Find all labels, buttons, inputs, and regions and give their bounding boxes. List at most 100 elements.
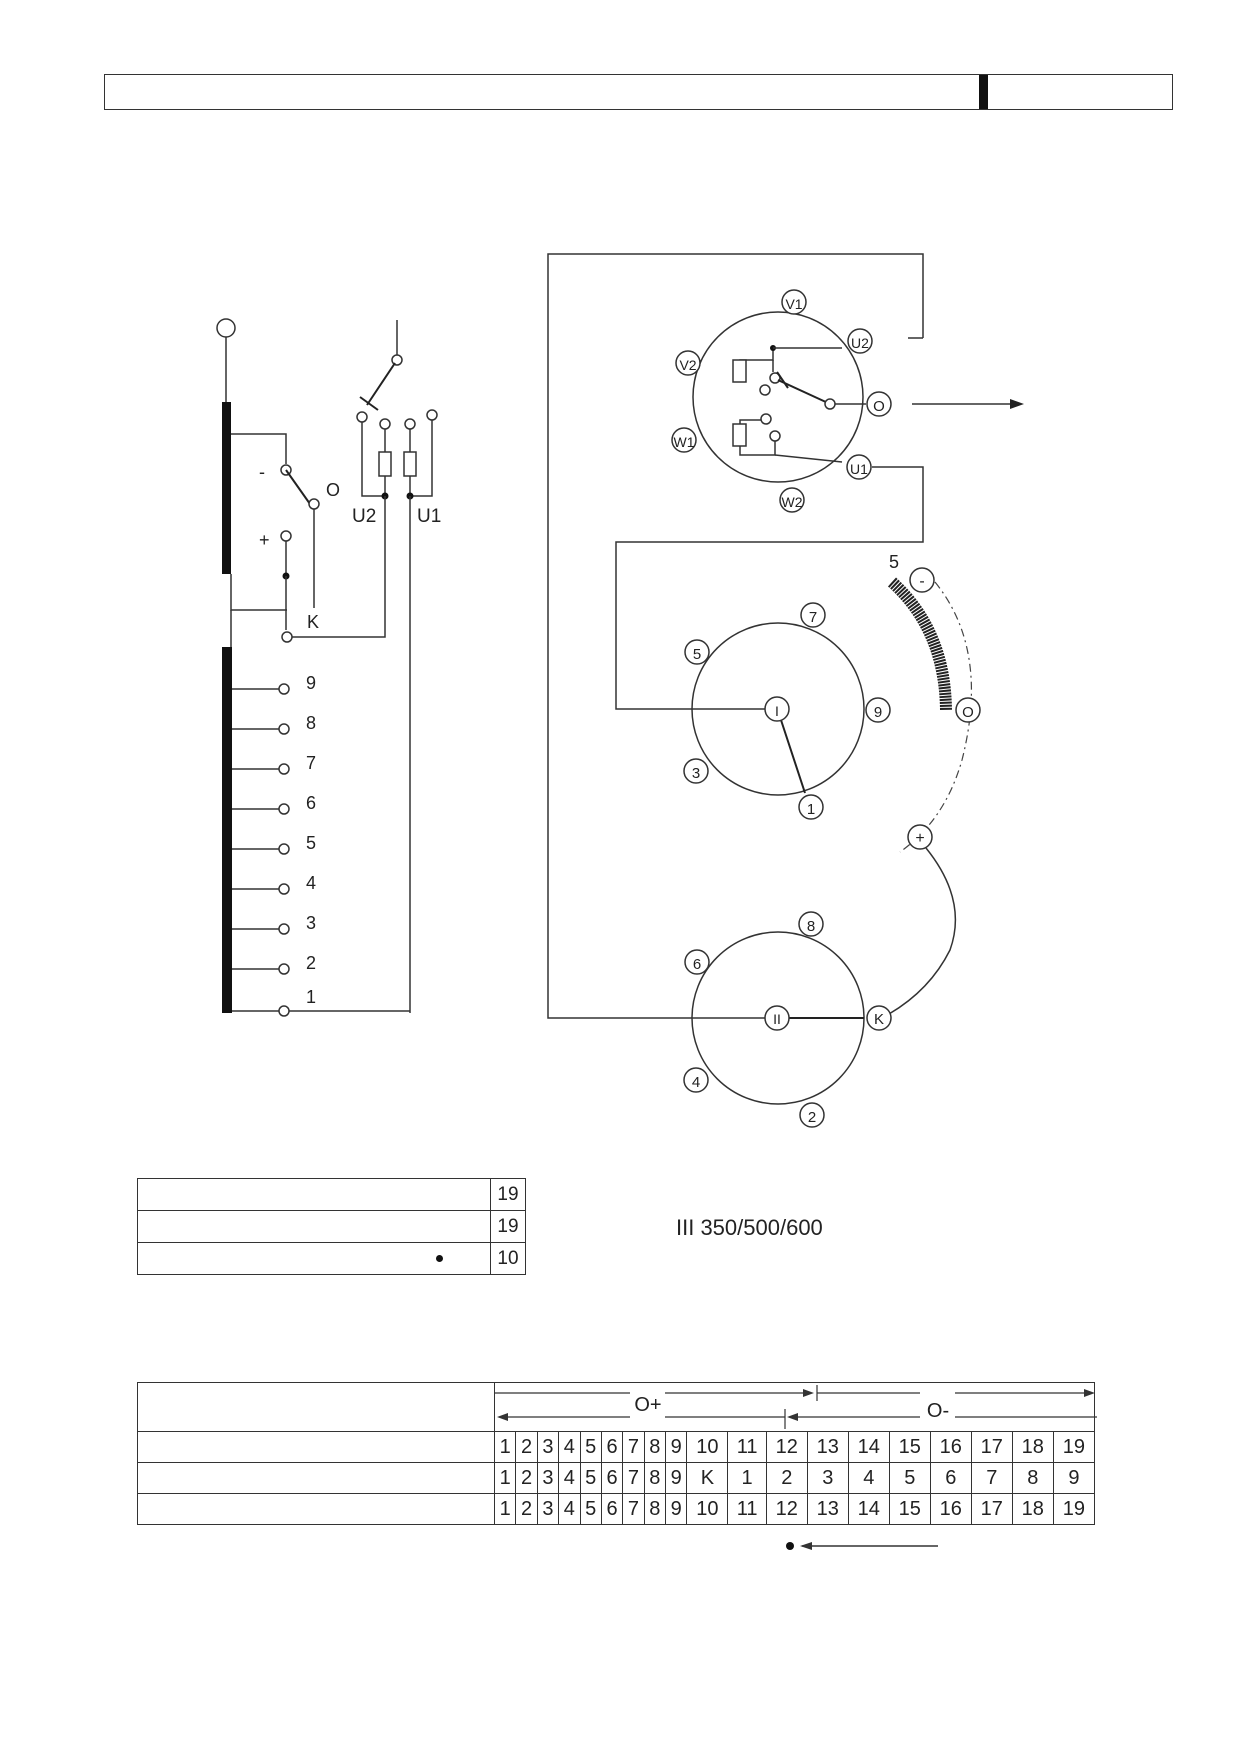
tap-label: 3 [306, 913, 316, 933]
position-cell: 5 [579, 1493, 602, 1525]
position-cell: 4 [847, 1462, 890, 1494]
top-terminal [216, 318, 236, 338]
selector-two-terminals: 8 6 K 4 2 [683, 911, 892, 1128]
change-over-neutral: O [962, 704, 974, 721]
position-cell: 2 [515, 1431, 538, 1463]
position-cell: 2 [515, 1462, 538, 1494]
terminal-u2: U2 [352, 506, 376, 527]
terminal-label: W1 [674, 434, 695, 450]
legend-value: 10 [490, 1242, 526, 1275]
position-cell: 15 [888, 1431, 931, 1463]
tap-label: 8 [306, 713, 316, 733]
k-terminal [281, 631, 293, 643]
position-cell: 18 [1011, 1493, 1054, 1525]
header-frame [104, 74, 1173, 110]
position-cell: 18 [1011, 1431, 1054, 1463]
position-cell: 14 [847, 1493, 890, 1525]
range-minus-label: O- [927, 1400, 949, 1422]
position-cell: 12 [765, 1493, 808, 1525]
right-arrangement: V1 U2 V2 O W1 U1 W2 I 7 5 [547, 253, 1024, 1128]
terminal-label: U2 [851, 335, 869, 351]
terminal-label: 6 [693, 956, 701, 973]
position-cell: 10 [686, 1431, 729, 1463]
position-cell: 15 [888, 1493, 931, 1525]
position-cell: 5 [579, 1431, 602, 1463]
diverter-circle [692, 311, 864, 483]
change-over-minus: - [919, 573, 924, 590]
position-cell: 16 [929, 1493, 972, 1525]
position-cell: 2 [765, 1462, 808, 1494]
position-cell: 3 [806, 1462, 849, 1494]
position-cell: 10 [686, 1493, 729, 1525]
position-cell: 1 [727, 1462, 767, 1494]
terminal-label: 5 [693, 646, 701, 663]
legend-value: 19 [490, 1178, 526, 1211]
position-cell: 8 [643, 1462, 667, 1494]
terminal-label: V2 [679, 357, 696, 373]
position-cell: 7 [970, 1462, 1013, 1494]
legend-table: 19 19 10 [137, 1178, 526, 1275]
position-cell: 8 [643, 1493, 667, 1525]
terminal-label: 2 [808, 1109, 816, 1126]
change-over-plus: + [915, 830, 924, 847]
terminal-label: W2 [782, 494, 803, 510]
bullet-dot-icon [436, 1255, 443, 1262]
direction-arrow-icon [786, 1542, 938, 1550]
terminal-label: U1 [850, 461, 868, 477]
position-cell: 9 [664, 1462, 688, 1494]
position-cell: 6 [600, 1431, 624, 1463]
output-arrow-icon [1010, 399, 1024, 409]
range-arrows: O+ O- [495, 1385, 1097, 1429]
coarse-winding [222, 402, 231, 574]
terminal-u1: U1 [417, 506, 441, 527]
position-cell: 4 [558, 1462, 581, 1494]
selector-one-terminals: 7 5 9 3 1 [683, 602, 891, 820]
terminal-label: 4 [692, 1074, 700, 1091]
header-divider [979, 75, 988, 109]
wiring-diagram: - + O K U2 U1 [216, 253, 1024, 1128]
position-cell: 3 [536, 1431, 560, 1463]
table-row: 10 [137, 1242, 526, 1275]
contact-k: K [307, 612, 319, 632]
table-row: 19 [137, 1210, 526, 1243]
position-cell: 3 [536, 1493, 560, 1525]
position-cell: 7 [622, 1462, 645, 1494]
neutral-label: O [326, 480, 340, 500]
change-over-arc [887, 577, 952, 711]
terminal-label: 8 [807, 918, 815, 935]
position-cell: 9 [664, 1431, 688, 1463]
tap-label: 2 [306, 953, 316, 973]
left-schematic: - + O K U2 U1 [216, 318, 441, 1017]
position-cell: 7 [622, 1493, 645, 1525]
position-cell: 19 [1052, 1493, 1096, 1525]
selector-center-label: II [773, 1011, 781, 1027]
terminal-label: 1 [807, 801, 815, 818]
position-cell: 13 [806, 1431, 849, 1463]
terminal-label: O [873, 398, 885, 415]
tap-label: 9 [306, 673, 316, 693]
position-cell: 5 [888, 1462, 931, 1494]
terminal-label: 7 [809, 609, 817, 626]
position-cell: 7 [622, 1431, 645, 1463]
position-cell: 19 [1052, 1431, 1096, 1463]
table-row: O+ O- [137, 1382, 1097, 1432]
position-cell: 1 [493, 1462, 517, 1494]
position-cell: 6 [600, 1462, 624, 1494]
position-cell: 8 [1011, 1462, 1054, 1494]
position-cell: 16 [929, 1431, 972, 1463]
position-cell: 4 [558, 1493, 581, 1525]
terminal-label: 3 [692, 765, 700, 782]
position-cell: 3 [536, 1462, 560, 1494]
diverter-terminals: V1 U2 V2 O W1 U1 W2 [671, 289, 892, 513]
position-cell: 5 [579, 1462, 602, 1494]
range-plus-label: O+ [634, 1394, 661, 1416]
model-label: III 350/500/600 [676, 1215, 823, 1240]
position-cell: 17 [970, 1431, 1013, 1463]
position-cell: 13 [806, 1493, 849, 1525]
tap-label: 1 [306, 987, 316, 1007]
terminal-label: 9 [874, 704, 882, 721]
tap-label: 5 [306, 833, 316, 853]
